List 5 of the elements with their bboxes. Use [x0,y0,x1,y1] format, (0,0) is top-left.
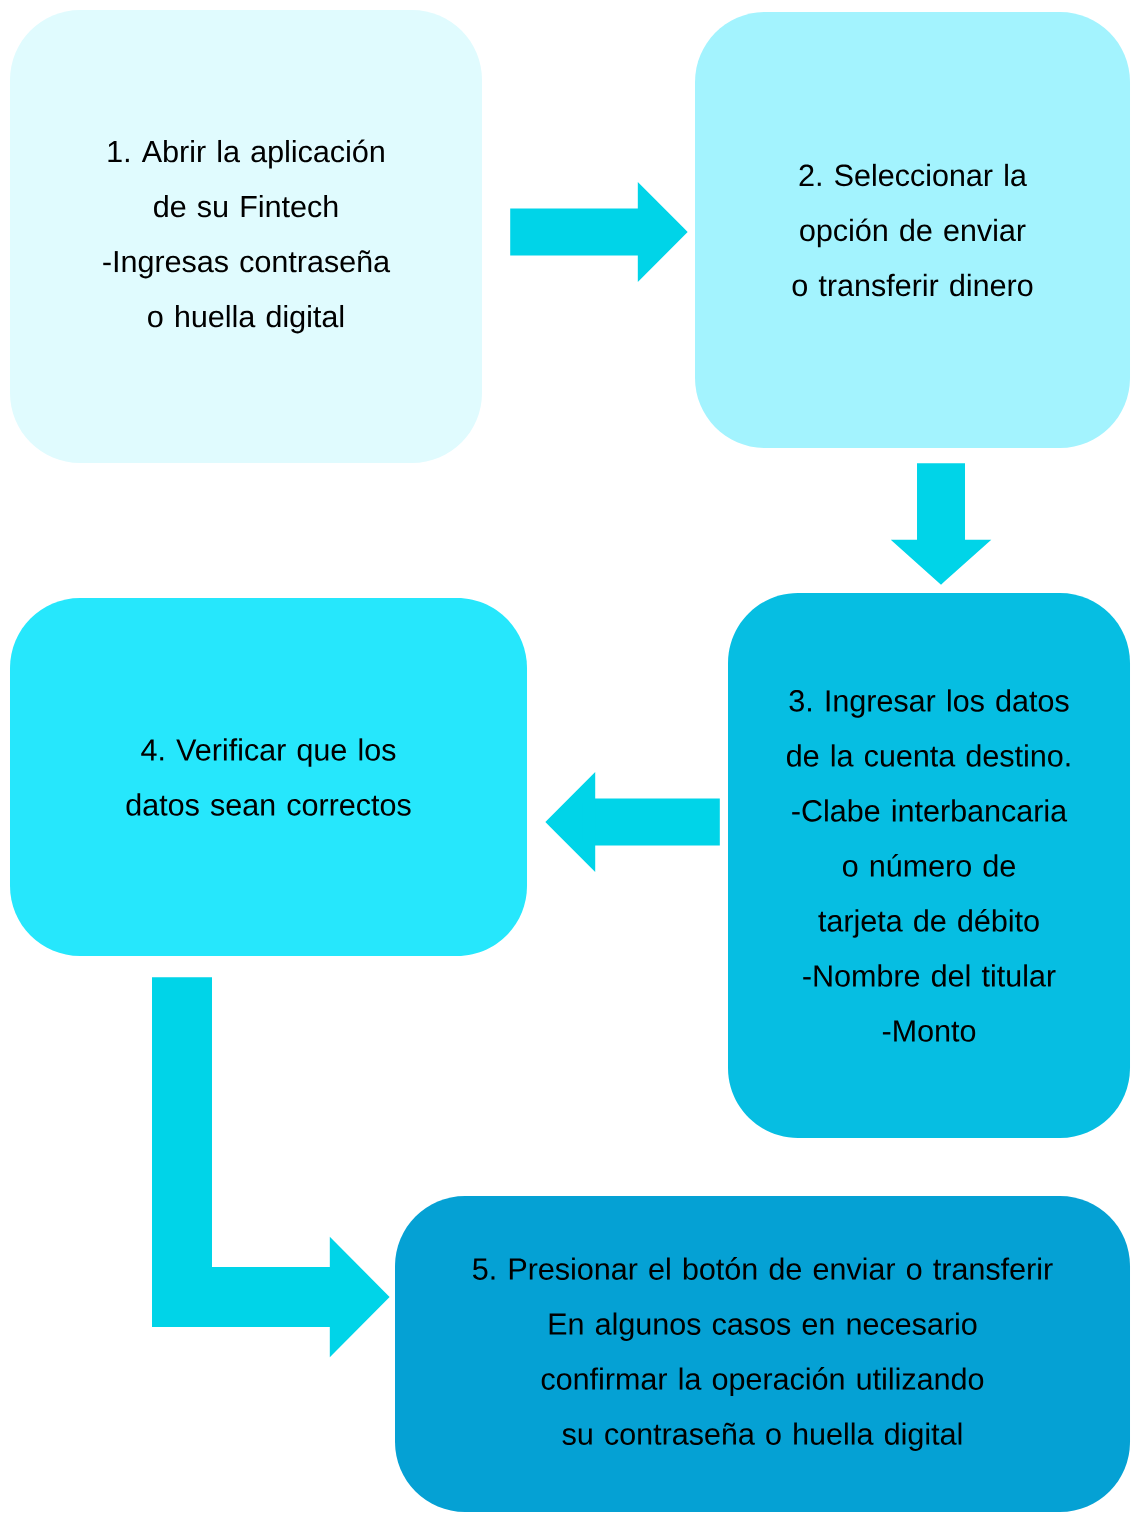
process-box: 5. Presionar el botón de enviar o transferir En algunos casos en necesario confirmar la operación utilizando su contraseña o huella digital [395,1196,1130,1512]
process-box: 4. Verificar que los datos sean correctos [10,598,527,956]
process-box: 2. Seleccionar la opción de enviar o transferir dinero [695,12,1130,448]
process-box: 3. Ingresar los datos de la cuenta destino. -Clabe interbancaria o número de tarjeta de débito -Nombre del titular -Monto [728,593,1130,1138]
process-box: 1. Abrir la aplicación de su Fintech -Ingresas contraseña o huella digital [10,10,482,463]
